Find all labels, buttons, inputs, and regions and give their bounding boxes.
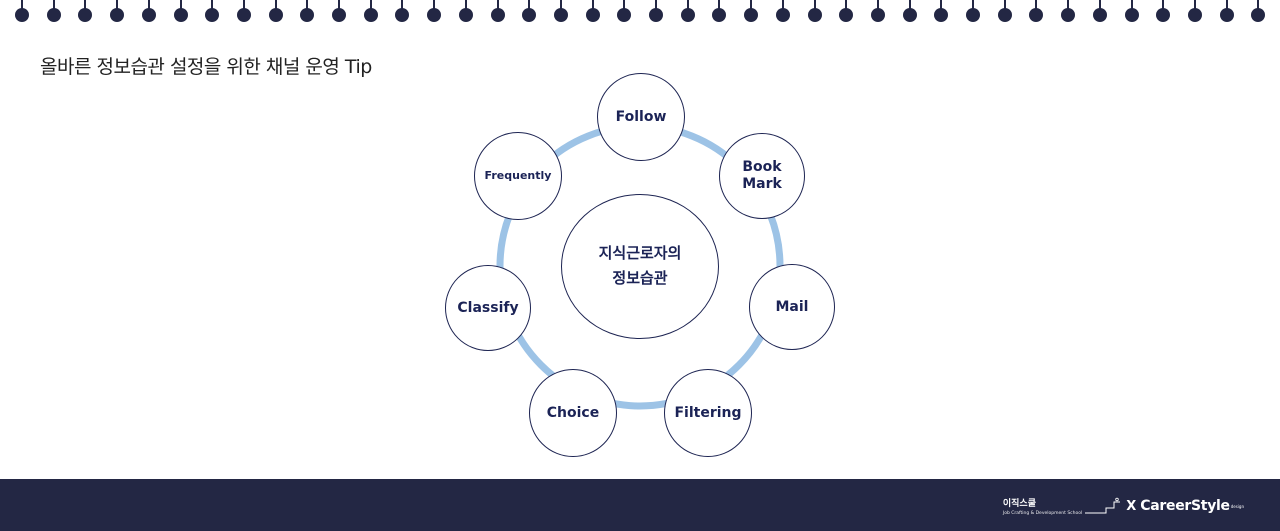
binder-pin — [331, 0, 347, 24]
binder-pin — [585, 0, 601, 24]
binder-pin — [870, 0, 886, 24]
node-filtering: Filtering — [664, 369, 752, 457]
logo-tm: design — [1230, 503, 1244, 509]
binder-pin — [141, 0, 157, 24]
binder-pin — [458, 0, 474, 24]
binder-pin — [490, 0, 506, 24]
binder-pin — [46, 0, 62, 24]
binder-pin — [965, 0, 981, 24]
binder-pin — [236, 0, 252, 24]
binder-pin — [14, 0, 30, 24]
binder-pin — [1092, 0, 1108, 24]
node-frequently: Frequently — [474, 132, 562, 220]
node-label: Book — [742, 159, 782, 176]
binder-pin — [648, 0, 664, 24]
logo-korean-name: 이직스쿨 — [1002, 499, 1036, 509]
binder-pin — [680, 0, 696, 24]
binder-pin — [204, 0, 220, 24]
node-label: Mail — [775, 298, 809, 315]
binder-pin — [1187, 0, 1203, 24]
binder-pin — [394, 0, 410, 24]
center-label-line2: 정보습관 — [612, 269, 668, 287]
node-label: Choice — [546, 404, 600, 421]
footer-logo: 이직스쿨 Job Crafting & Development School X… — [1003, 493, 1244, 519]
binder-pin — [775, 0, 791, 24]
binder-pin — [173, 0, 189, 24]
node-label: Filtering — [674, 404, 742, 421]
logo-tagline: Job Crafting & Development School — [1002, 511, 1083, 516]
node-label: Frequently — [484, 169, 552, 183]
binder-pin — [553, 0, 569, 24]
binder-pin — [1060, 0, 1076, 24]
binder-pin — [902, 0, 918, 24]
binder-pin — [933, 0, 949, 24]
node-follow: Follow — [597, 73, 685, 161]
binder-pin — [426, 0, 442, 24]
page-title: 올바른 정보습관 설정을 위한 채널 운영 Tip — [40, 56, 372, 78]
binder-pin — [521, 0, 537, 24]
binder-pin — [807, 0, 823, 24]
node-label: Follow — [615, 108, 667, 125]
binder-pin — [1250, 0, 1266, 24]
node-classify: Classify — [445, 265, 531, 351]
node-mail: Mail — [749, 264, 835, 350]
binder-pin — [268, 0, 284, 24]
binder-pin — [1028, 0, 1044, 24]
binder-pin — [109, 0, 125, 24]
node-label-line2: Mark — [742, 176, 782, 192]
binder-pins — [0, 0, 1280, 26]
binder-pin — [743, 0, 759, 24]
node-bookmark: Book Mark — [719, 133, 805, 219]
footer-bar: 이직스쿨 Job Crafting & Development School X… — [0, 479, 1280, 531]
binder-pin — [299, 0, 315, 24]
binder-pin — [1124, 0, 1140, 24]
center-node: 지식근로자의 정보습관 — [561, 193, 719, 339]
logo-brand: CareerStyle — [1140, 498, 1230, 514]
binder-pin — [711, 0, 727, 24]
binder-pin — [616, 0, 632, 24]
binder-pin — [1219, 0, 1235, 24]
cycle-diagram: 지식근로자의 정보습관 Follow Book Mark Mail Filter… — [445, 73, 835, 457]
binder-pin — [363, 0, 379, 24]
center-label-line1: 지식근로자의 — [598, 243, 682, 262]
binder-pin — [997, 0, 1013, 24]
binder-pin — [77, 0, 93, 24]
binder-pin — [838, 0, 854, 24]
node-choice: Choice — [529, 369, 617, 457]
logo-korean-block: 이직스쿨 Job Crafting & Development School — [1003, 496, 1082, 516]
node-label: Classify — [457, 299, 519, 316]
stairs-icon — [1085, 497, 1121, 514]
binder-pin — [1155, 0, 1171, 24]
logo-x: X — [1126, 498, 1137, 514]
